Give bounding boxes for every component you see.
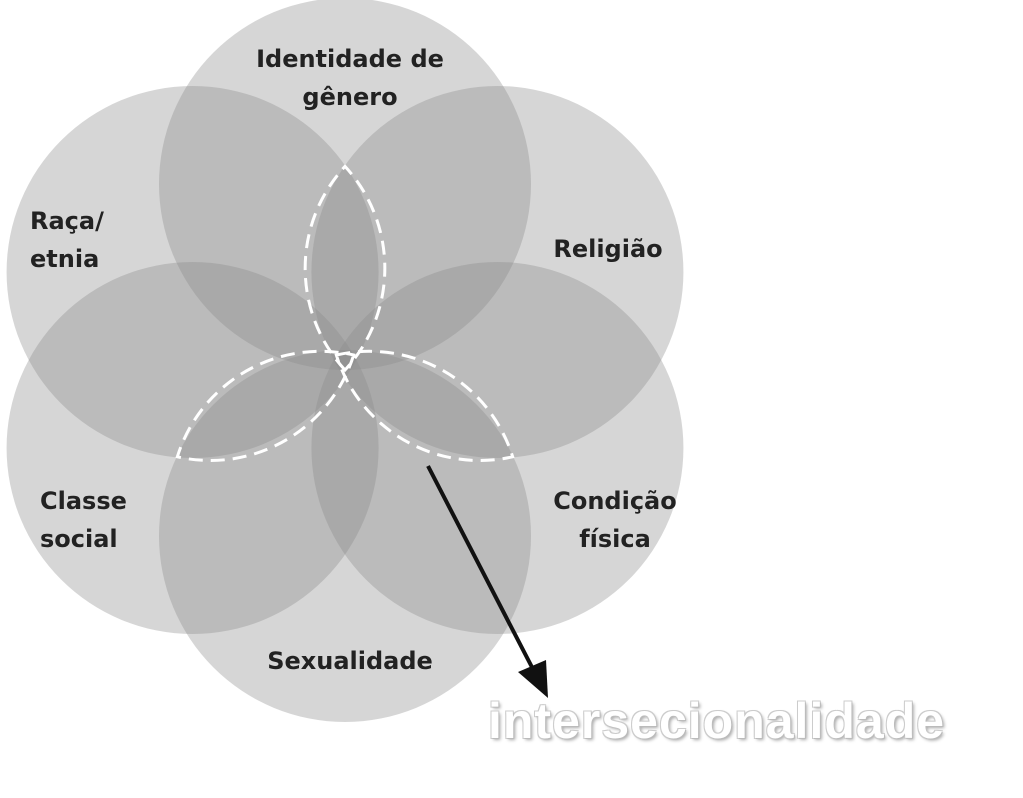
circle-raca	[6, 86, 379, 458]
label-raca-etnia: Raça/ etnia	[30, 202, 130, 278]
label-line: Identidade de	[256, 45, 444, 73]
label-line: social	[40, 525, 118, 553]
label-line: Classe	[40, 487, 127, 515]
label-classe-social: Classe social	[40, 482, 140, 558]
circle-religiao	[311, 86, 684, 458]
label-line: Sexualidade	[267, 647, 433, 675]
label-line: gênero	[302, 83, 398, 111]
label-line: Condição	[553, 487, 677, 515]
dashed-intersection-outline	[334, 349, 515, 462]
circle-sexualidade	[159, 350, 531, 722]
label-identidade-genero: Identidade de gênero	[240, 40, 460, 116]
arrow-head-icon	[518, 660, 548, 698]
circle-genero	[159, 0, 531, 370]
label-religiao: Religião	[548, 230, 668, 268]
intersecionalidade-label: intersecionalidade	[488, 693, 946, 749]
label-condicao-fisica: Condição física	[540, 482, 690, 558]
label-sexualidade: Sexualidade	[240, 642, 460, 680]
label-line: Raça/	[30, 207, 104, 235]
dashed-intersection-outline	[303, 164, 387, 373]
dashed-intersection-outline	[175, 349, 356, 462]
label-line: Religião	[553, 235, 663, 263]
label-line: física	[579, 525, 651, 553]
label-line: etnia	[30, 245, 100, 273]
arrow-line	[426, 465, 538, 676]
